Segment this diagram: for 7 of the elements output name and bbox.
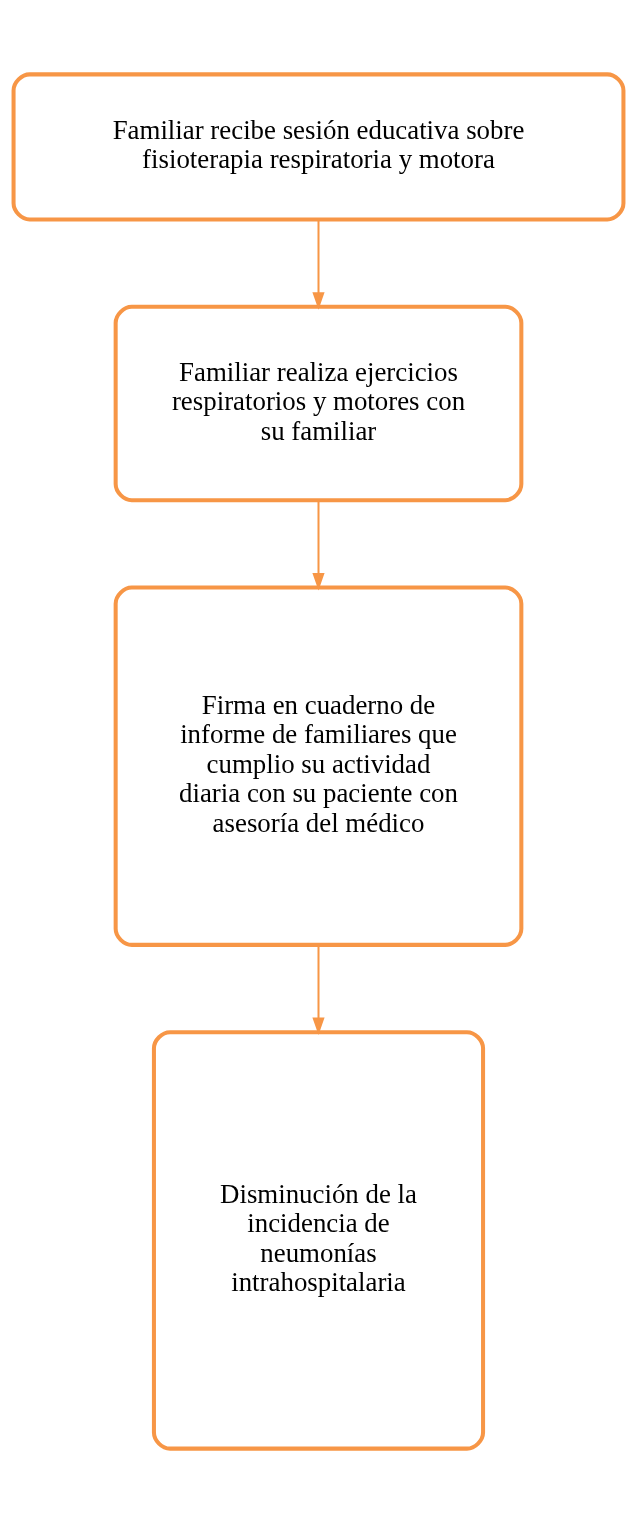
node-box: Disminución de la incidencia de neumonías intrahospitalaria [151,1030,486,1451]
arrow [312,500,325,591]
node-box: Firma en cuaderno de informe de familiares que cumplio su actividad diaria con su paciente con asesoría del médico [113,585,524,947]
arrow [312,219,325,310]
node-box: Familiar recibe sesión educativa sobre fisioterapia respiratoria y motora [11,72,626,222]
node-box: Familiar realiza ejercicios respiratorios y motores con su familiar [113,304,524,503]
arrow [312,945,325,1035]
